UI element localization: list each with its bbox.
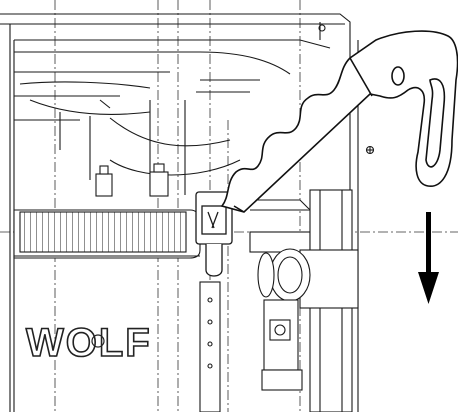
- fittings: [95, 163, 169, 197]
- brand-logo-text: WOLF: [26, 321, 152, 365]
- logo-o-mark: [91, 334, 105, 348]
- heat-exchanger: [13, 209, 201, 259]
- release-tool: [220, 30, 458, 213]
- gas-valve: [249, 189, 359, 412]
- brand-logo: WOLF: [25, 320, 152, 366]
- down-arrow-icon: [418, 212, 439, 304]
- support-bar: [199, 281, 221, 412]
